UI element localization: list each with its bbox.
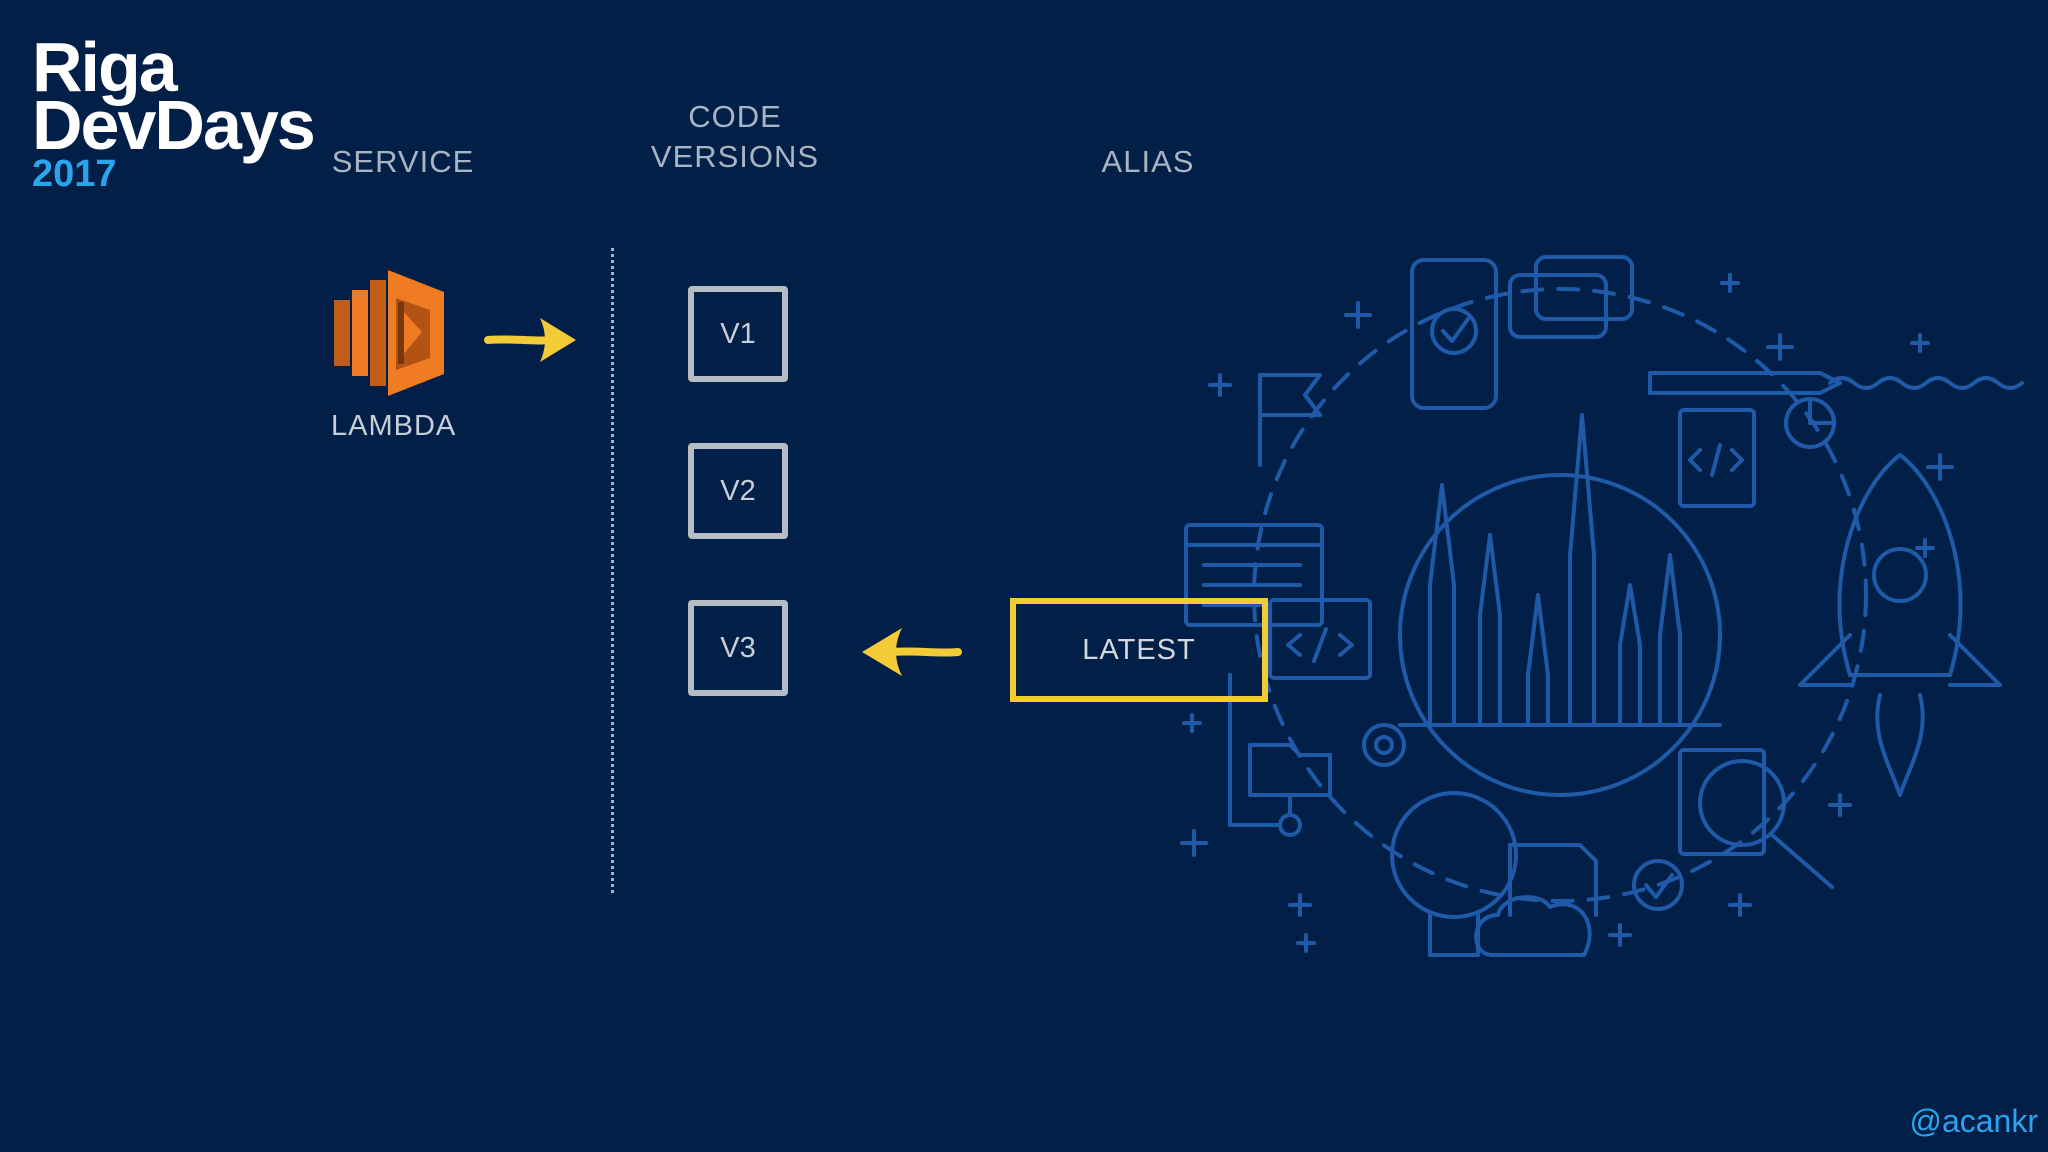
twitter-handle: @acankr <box>1909 1103 2038 1139</box>
logo-year: 2017 <box>32 153 117 195</box>
alias-label-latest: LATEST <box>1082 633 1196 666</box>
version-box-v3: V3 <box>688 600 788 696</box>
arrow-right-icon <box>484 318 576 362</box>
service-label-lambda: LAMBDA <box>331 410 457 442</box>
service-divider <box>611 248 614 893</box>
header-service: SERVICE <box>331 144 475 179</box>
version-label-v3: V3 <box>720 631 756 664</box>
version-label-v1: V1 <box>720 317 756 350</box>
alias-box-latest: LATEST <box>1010 598 1268 702</box>
logo-line-riga: Riga <box>32 28 178 106</box>
riga-city-illustration <box>1180 255 2024 957</box>
header-code-versions: CODE VERSIONS <box>640 97 830 177</box>
arrow-left-icon <box>862 628 962 676</box>
version-box-v1: V1 <box>688 286 788 382</box>
version-box-v2: V2 <box>688 443 788 539</box>
header-code-versions-line1: CODE <box>688 99 782 134</box>
header-alias: ALIAS <box>1101 144 1195 179</box>
version-label-v2: V2 <box>720 474 756 507</box>
logo-line-devdays: DevDays <box>32 86 316 164</box>
header-code-versions-line2: VERSIONS <box>650 139 820 174</box>
aws-lambda-icon <box>334 270 444 396</box>
riga-devdays-logo: Riga DevDays 2017 <box>32 28 316 195</box>
